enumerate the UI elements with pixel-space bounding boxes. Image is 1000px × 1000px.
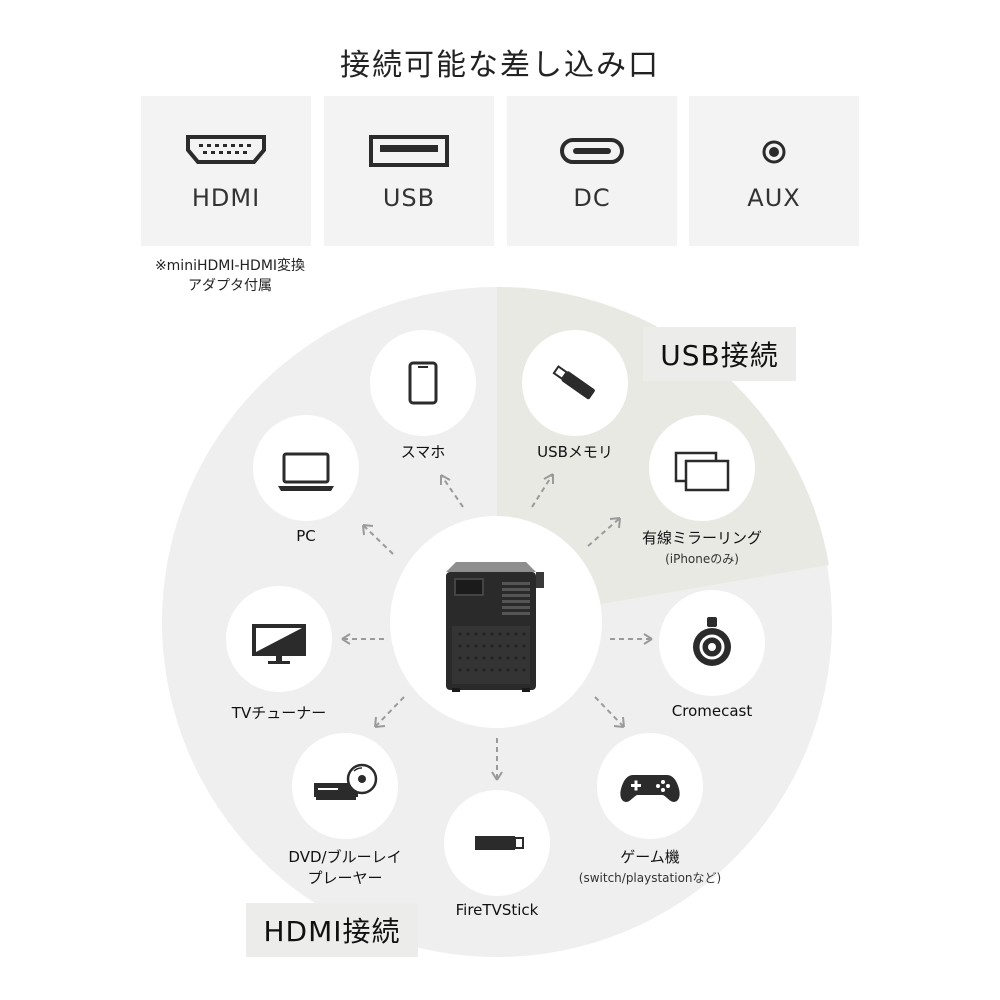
aux-port-icon	[762, 140, 786, 164]
port-label-aux: AUX	[747, 184, 801, 212]
adapter-note-line2: アダプタ付属	[188, 278, 272, 294]
node-chromecast	[659, 590, 765, 696]
label-mirroring: 有線ミラーリング (iPhoneのみ)	[602, 527, 802, 567]
label-dvd-line2: プレーヤー	[307, 869, 383, 887]
port-card-usb: USB	[324, 96, 494, 246]
usb-c-port-icon	[560, 138, 624, 164]
center-device	[390, 516, 602, 728]
node-mirroring	[649, 415, 755, 521]
adapter-note-line1: ※miniHDMI-HDMI変換	[154, 258, 306, 274]
label-dvd-line1: DVD/ブルーレイ	[288, 848, 402, 866]
arrow-pc	[362, 524, 394, 555]
arrow-mirroring	[587, 517, 621, 547]
label-tv-tuner: TVチューナー	[231, 704, 327, 722]
port-card-dc: DC	[507, 96, 677, 246]
node-firetv	[444, 790, 550, 896]
port-card-aux: AUX	[689, 96, 859, 246]
label-game: ゲーム機 (switch/playstationなど)	[550, 846, 750, 886]
arrow-smartphone	[440, 474, 464, 508]
hdmi-section-badge: HDMI接続	[246, 903, 418, 957]
tv-icon	[252, 624, 306, 664]
arrow-usb-memory	[531, 473, 554, 508]
projector-icon	[446, 562, 544, 692]
gamepad-icon	[620, 775, 680, 802]
hdmi-port-icon	[186, 135, 266, 164]
label-mirroring-main: 有線ミラーリング	[641, 529, 762, 547]
node-tv-tuner	[226, 586, 332, 692]
arrow-dvd	[374, 696, 405, 728]
node-game	[597, 733, 703, 839]
fire-tv-stick-icon	[475, 836, 524, 850]
label-game-sub: (switch/playstationなど)	[578, 871, 722, 885]
label-chromecast: Cromecast	[671, 702, 753, 720]
node-dvd	[292, 733, 398, 839]
connection-arrows	[341, 473, 653, 781]
page-title: 接続可能な差し込み口	[340, 48, 660, 83]
port-card-hdmi: HDMI	[141, 96, 311, 246]
screen-mirroring-icon	[674, 451, 730, 492]
dvd-player-icon	[314, 763, 378, 800]
laptop-icon	[278, 452, 334, 491]
port-label-hdmi: HDMI	[191, 184, 261, 212]
chromecast-icon	[693, 617, 731, 666]
node-usb-memory	[522, 330, 628, 436]
label-smartphone: スマホ	[400, 443, 446, 461]
label-mirroring-sub: (iPhoneのみ)	[665, 552, 739, 566]
arrow-game	[594, 696, 625, 728]
node-smartphone	[370, 330, 476, 436]
adapter-note: ※miniHDMI-HDMI変換 アダプタ付属	[130, 256, 330, 296]
port-label-dc: DC	[573, 184, 611, 212]
port-label-usb: USB	[382, 184, 436, 212]
label-pc: PC	[296, 527, 316, 545]
usb-section-badge: USB接続	[643, 327, 796, 381]
node-pc	[253, 415, 359, 521]
label-game-main: ゲーム機	[620, 848, 680, 866]
label-usb-memory: USBメモリ	[537, 443, 613, 461]
usb-port-icon	[369, 135, 449, 167]
smartphone-icon	[408, 361, 438, 405]
usb-stick-icon	[552, 365, 595, 400]
label-firetv: FireTVStick	[455, 901, 539, 919]
label-dvd: DVD/ブルーレイ プレーヤー	[245, 846, 445, 888]
